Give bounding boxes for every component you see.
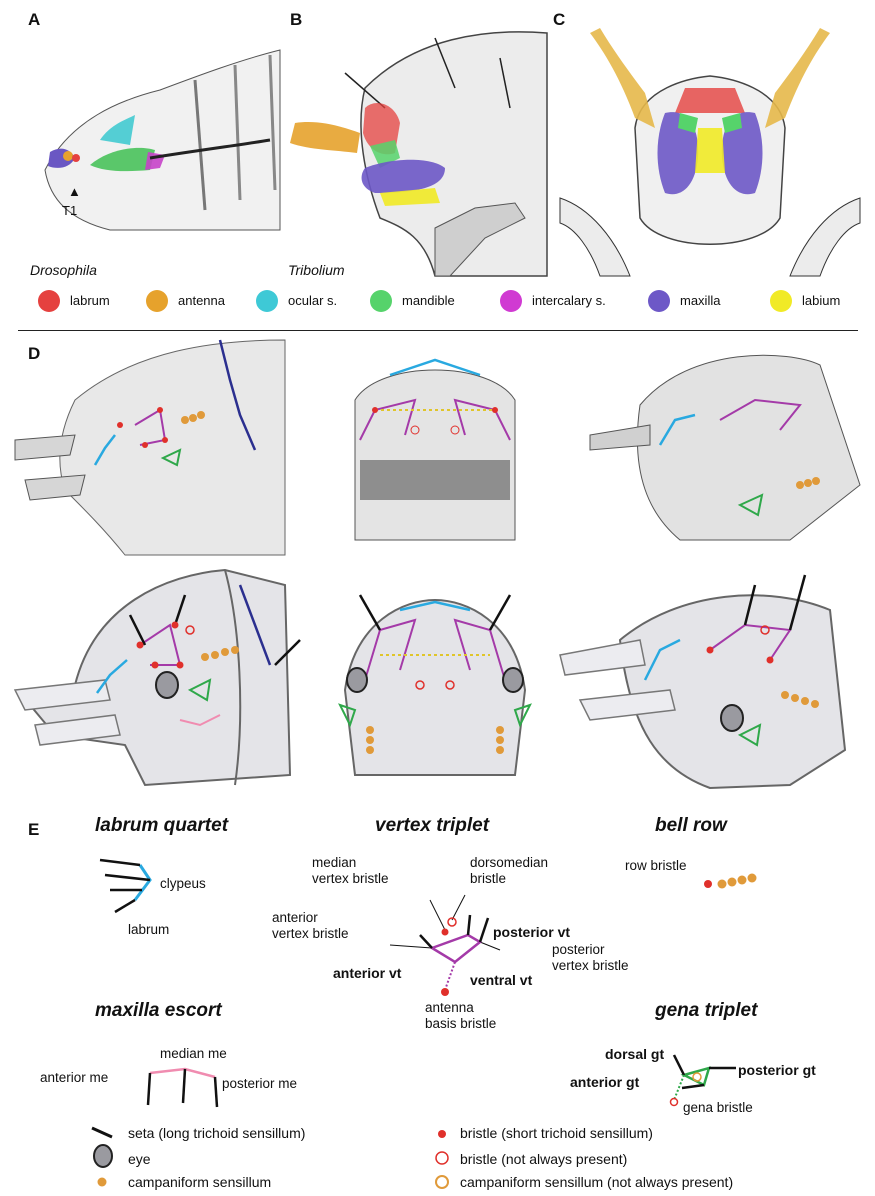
key-campaniform-optional-label: campaniform sensillum (not always presen… xyxy=(460,1174,733,1190)
d-ventrolateral-micrograph xyxy=(590,345,860,545)
legend-dot-intercalary-s xyxy=(500,290,522,312)
d-ventrolateral-schematic xyxy=(560,570,860,795)
panel-letter-e: E xyxy=(28,820,39,840)
campaniform-icon xyxy=(96,1176,108,1188)
posterior-vertex-bristle-label: posterior vertex bristle xyxy=(552,942,629,974)
t1-arrow-icon: ▲ xyxy=(68,184,81,199)
eye-icon xyxy=(92,1143,114,1169)
key-bristle-optional-label: bristle (not always present) xyxy=(460,1151,627,1167)
posterior-me-label: posterior me xyxy=(222,1076,297,1092)
d-lateral-schematic xyxy=(15,565,305,790)
anterior-vertex-bristle-label: anterior vertex bristle xyxy=(272,910,349,942)
legend-label: labrum xyxy=(70,293,110,308)
legend-label: intercalary s. xyxy=(532,293,606,308)
median-vertex-bristle-label: median vertex bristle xyxy=(312,855,389,887)
legend-dot-labium xyxy=(770,290,792,312)
gena-triplet-title: gena triplet xyxy=(655,1000,757,1022)
legend-dot-maxilla xyxy=(648,290,670,312)
key-campaniform-label: campaniform sensillum xyxy=(128,1174,271,1190)
legend-label: mandible xyxy=(402,293,455,308)
legend-dot-ocular-s xyxy=(256,290,278,312)
anterior-me-label: anterior me xyxy=(40,1070,108,1086)
key-eye-label: eye xyxy=(128,1151,151,1167)
drosophila-micrograph xyxy=(30,30,280,230)
key-bristle-label: bristle (short trichoid sensillum) xyxy=(460,1125,653,1141)
median-me-label: median me xyxy=(160,1046,227,1062)
bristle-optional-icon xyxy=(434,1150,450,1166)
bell-row-diagram xyxy=(700,870,760,895)
drosophila-species-label: Drosophila xyxy=(30,262,97,278)
bell-row-title: bell row xyxy=(655,815,727,837)
legend-dot-labrum xyxy=(38,290,60,312)
t1-marker-label: T1 xyxy=(62,203,77,218)
campaniform-optional-icon xyxy=(434,1174,450,1190)
maxilla-escort-title: maxilla escort xyxy=(95,1000,222,1022)
tribolium-species-label: Tribolium xyxy=(288,262,345,278)
tribolium-frontal-micrograph xyxy=(560,28,860,276)
legend-label: labium xyxy=(802,293,840,308)
posterior-vt-label: posterior vt xyxy=(493,924,570,940)
legend-label: maxilla xyxy=(680,293,720,308)
anterior-gt-label: anterior gt xyxy=(570,1074,639,1090)
gena-triplet-diagram xyxy=(664,1050,739,1110)
legend-label: ocular s. xyxy=(288,293,337,308)
clypeus-label: clypeus xyxy=(160,876,206,892)
key-seta-label: seta (long trichoid sensillum) xyxy=(128,1125,305,1141)
panel-letter-b: B xyxy=(290,10,302,30)
posterior-gt-label: posterior gt xyxy=(738,1062,816,1078)
seta-icon xyxy=(90,1125,114,1141)
legend-dot-mandible xyxy=(370,290,392,312)
legend-label: antenna xyxy=(178,293,225,308)
bristle-icon xyxy=(436,1128,448,1140)
dorsomedian-bristle-label: dorsomedian bristle xyxy=(470,855,548,887)
row-bristle-label: row bristle xyxy=(625,858,687,874)
dorsal-gt-label: dorsal gt xyxy=(605,1046,664,1062)
tribolium-lateral-micrograph xyxy=(285,28,547,276)
section-divider xyxy=(18,330,858,331)
panel-letter-a: A xyxy=(28,10,40,30)
labrum-quartet-diagram xyxy=(95,855,165,920)
labrum-label: labrum xyxy=(128,922,169,938)
labrum-quartet-title: labrum quartet xyxy=(95,815,228,837)
d-dorsal-schematic xyxy=(325,580,545,790)
vertex-triplet-diagram xyxy=(390,890,500,1005)
d-lateral-micrograph xyxy=(15,340,285,555)
legend-dot-antenna xyxy=(146,290,168,312)
maxilla-escort-diagram xyxy=(145,1065,220,1110)
panel-letter-c: C xyxy=(553,10,565,30)
vertex-triplet-title: vertex triplet xyxy=(375,815,489,837)
d-dorsal-micrograph xyxy=(330,340,540,540)
